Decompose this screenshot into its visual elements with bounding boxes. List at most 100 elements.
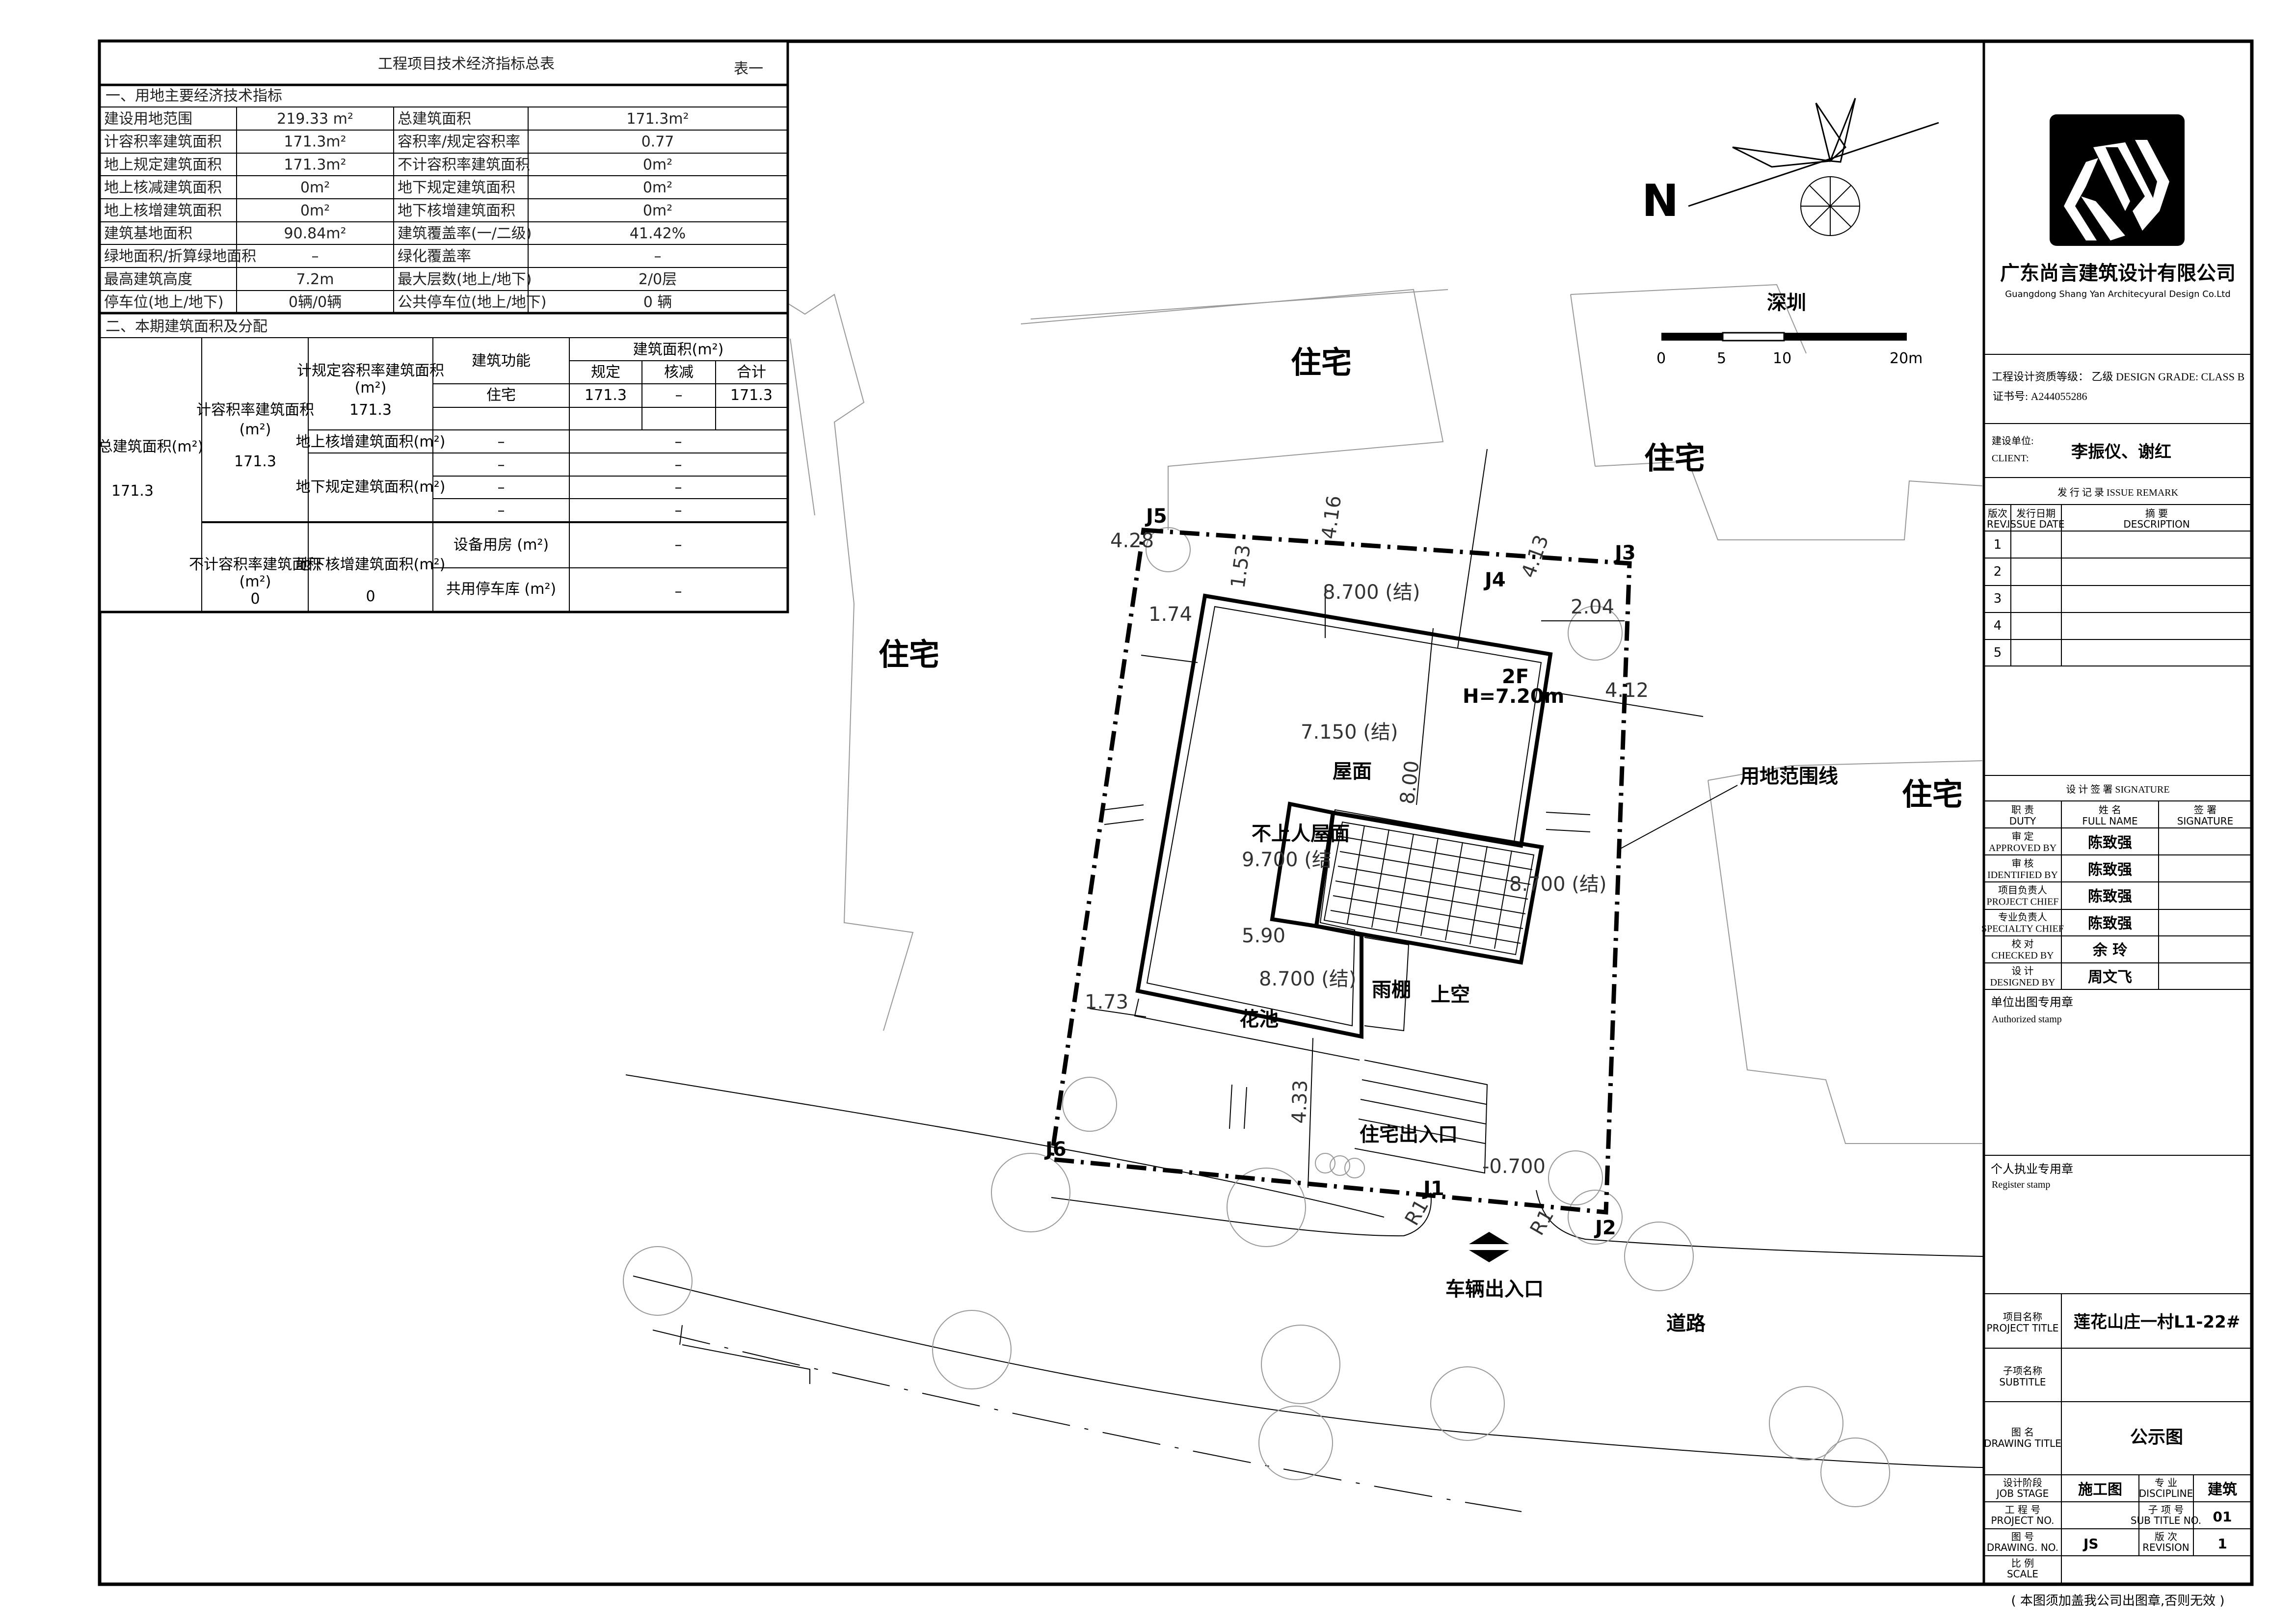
sub-title-no: 01 — [2213, 1509, 2232, 1525]
point-J4: J4 — [1483, 569, 1506, 591]
total-area-value: 171.3 — [111, 482, 154, 500]
signature-duty-en: APPROVED BY — [1989, 843, 2056, 853]
certificate-number: 证书号: A244055286 — [1993, 390, 2087, 402]
discipline: 建筑 — [2208, 1481, 2237, 1498]
dim-label: 5.90 — [1242, 925, 1285, 947]
nonfar-area-unit: (m²) — [240, 573, 271, 590]
residential-value: – — [675, 387, 683, 404]
vehicle-entry-label: 车辆出入口 — [1445, 1278, 1544, 1301]
design-grade: 工程设计资质等级： 乙级 DESIGN GRADE: CLASS B — [1992, 371, 2244, 383]
subtitle-label: 子项名称 — [2003, 1365, 2042, 1377]
issue-header: ISSUE DATE — [2007, 518, 2065, 530]
project-title: 莲花山庄一村L1-22# — [2074, 1312, 2240, 1332]
scale-bar: 0 5 10 20m — [1656, 332, 1922, 367]
residence-label: 住宅 — [1644, 440, 1705, 476]
void-label: 上空 — [1431, 984, 1470, 1006]
road-edge — [633, 1276, 1983, 1468]
signature-duty: 项目负责人 — [1998, 885, 2047, 896]
signature-duty-en: DESIGNED BY — [1990, 977, 2056, 988]
signature-duty: 审 定 — [2012, 831, 2034, 842]
drawing-title-label: DRAWING TITLE — [1984, 1438, 2061, 1449]
issue-header: 摘 要 — [2145, 507, 2168, 519]
point-J2: J2 — [1594, 1217, 1616, 1239]
sig-header: 职 责 — [2011, 804, 2034, 816]
signature-duty-en: CHECKED BY — [1991, 950, 2054, 961]
far-area-value: 171.3 — [234, 453, 276, 470]
area-header: 建筑面积(m²) — [633, 341, 724, 358]
dash: – — [675, 502, 682, 519]
below-increase-label: 地下核增建筑面积(m²) — [296, 556, 446, 573]
road-curb — [1051, 1192, 1432, 1237]
issue-header: DESCRIPTION — [2123, 518, 2189, 530]
discipline-label: 专 业 — [2155, 1477, 2177, 1489]
revision: 1 — [2217, 1536, 2227, 1552]
indicator-value: – — [312, 248, 319, 265]
indicator-label: 建筑覆盖率(一/二级) — [398, 225, 532, 242]
signature-name: 陈致强 — [2088, 834, 2132, 852]
shared-garage-label: 共用停车库 (m²) — [446, 581, 556, 598]
indicator-value: 0m² — [643, 202, 672, 219]
function-residential: 住宅 — [486, 387, 516, 404]
indicator-label: 地下核增建筑面积 — [398, 202, 515, 219]
issue-rev: 1 — [1994, 537, 2002, 552]
job-stage-label: JOB STAGE — [1996, 1488, 2049, 1499]
dash: – — [498, 456, 505, 474]
sig-header: 签 署 — [2194, 804, 2216, 816]
residential-value: 171.3 — [585, 387, 627, 404]
city-label: 深圳 — [1767, 292, 1806, 314]
indicator-label: 地上规定建筑面积 — [104, 156, 222, 173]
site-line-label: 用地范围线 — [1740, 765, 1838, 788]
far-area-label: 计容积率建筑面积 — [196, 401, 314, 419]
canopy-label: 雨棚 — [1372, 979, 1411, 1001]
trees — [623, 527, 1890, 1507]
elevation-top: 8.700 (结) — [1323, 581, 1420, 604]
job-stage: 施工图 — [2078, 1481, 2122, 1498]
road-label: 道路 — [1666, 1312, 1706, 1335]
drawing-title: 公示图 — [2130, 1427, 2183, 1447]
register-stamp-cn: 个人执业专用章 — [1991, 1162, 2073, 1176]
indicator-value: 90.84m² — [284, 225, 346, 242]
site-boundary — [1048, 528, 1632, 1215]
scale-label: SCALE — [2007, 1568, 2038, 1580]
residence-label: 住宅 — [1902, 776, 1963, 812]
sub-header: 规定 — [591, 364, 620, 381]
indicator-value: 0m² — [300, 179, 330, 196]
planter-label: 花池 — [1239, 1008, 1279, 1031]
signature-duty: 专业负责人 — [1998, 911, 2047, 923]
title-block: 广东尚言建筑设计有限公司 Guangdong Shang Yan Archite… — [1981, 114, 2252, 1608]
sub-title-no-label: SUB TITLE NO. — [2131, 1515, 2201, 1526]
dim-label: 4.33 — [1288, 1080, 1312, 1124]
indicator-value: – — [654, 248, 662, 265]
indicator-value: 0 辆 — [643, 294, 672, 311]
scale-label: 5 — [1717, 350, 1726, 367]
company-logo — [2050, 114, 2185, 246]
below-regular-label: 地下规定建筑面积(m²) — [296, 479, 446, 496]
project-title-label: 项目名称 — [2003, 1311, 2042, 1323]
issue-header: REV. — [1987, 518, 2008, 530]
discipline-label: DISCIPLINE — [2139, 1488, 2193, 1499]
indicator-value: 41.42% — [630, 225, 686, 242]
indicator-label: 不计容积率建筑面积 — [398, 156, 530, 173]
dim-label: 1.74 — [1148, 603, 1192, 626]
dim-label: 4.16 — [1317, 494, 1346, 541]
dim-label: R1 — [1526, 1205, 1558, 1239]
section2-title: 二、本期建筑面积及分配 — [106, 318, 267, 335]
elevation-roof: 7.150 (结) — [1301, 721, 1398, 744]
signature-duty: 校 对 — [2012, 938, 2034, 950]
indicator-value: 171.3m² — [284, 156, 346, 173]
north-label: N — [1642, 175, 1679, 227]
indicator-value: 171.3m² — [626, 110, 689, 128]
indicator-label: 绿化覆盖率 — [398, 248, 471, 265]
indicator-label: 最大层数(地上/地下) — [398, 271, 532, 288]
drawing-no-label: DRAWING. NO. — [1987, 1542, 2058, 1553]
section1-title: 一、用地主要经济技术指标 — [106, 87, 282, 105]
indicator-label: 容积率/规定容积率 — [398, 133, 520, 151]
drawing-frame — [98, 39, 2254, 1586]
indicator-value: 0m² — [643, 156, 672, 173]
plan-labels: 住宅 住宅 住宅 住宅 用地范围线 道路 车辆出入口 住宅出入口 屋面 不上人屋… — [879, 345, 1963, 1335]
tile-roof — [1314, 810, 1544, 965]
residence-label: 住宅 — [1291, 345, 1352, 380]
neighbour-buildings — [642, 284, 1983, 1144]
above-increase-label: 地上核增建筑面积(m²) — [296, 433, 446, 451]
